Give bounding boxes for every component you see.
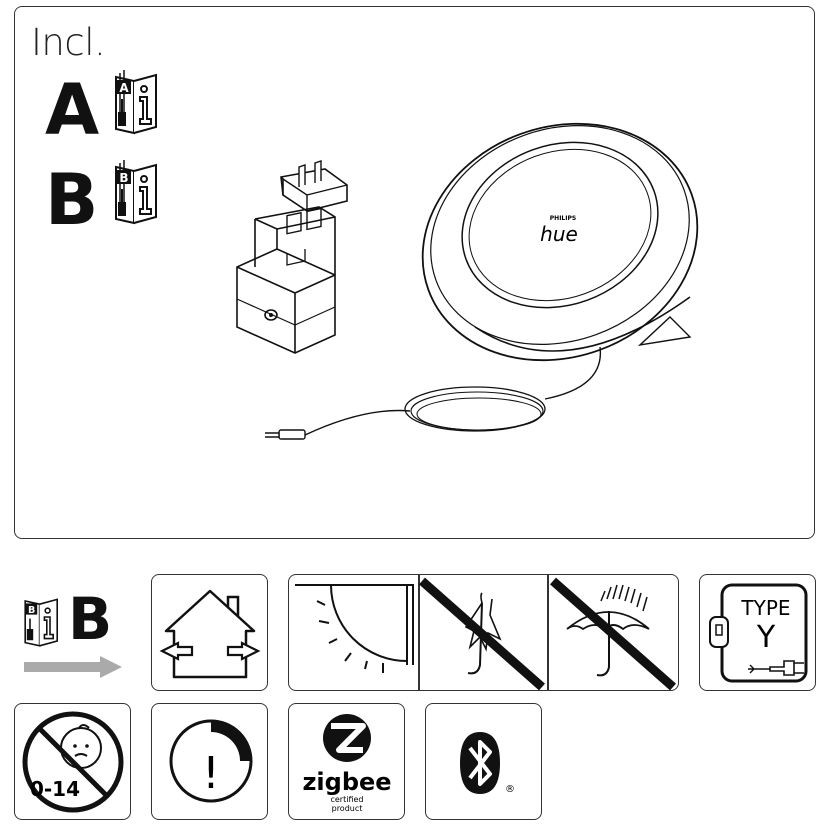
no-rain-icon [419,577,545,691]
hue-lamp-illustration: PHILIPS hue [421,122,699,362]
power-adapter-illustration [236,160,348,354]
indoor-use-tile [151,574,268,691]
caution-tile: ! [151,703,268,820]
caution-mark: ! [202,748,220,799]
zigbee-name: zigbee [302,768,391,796]
sun-shade-icon [295,584,414,673]
power-cable-illustration [265,346,602,440]
no-children-icon: 0-14 [22,711,124,813]
no-water-spray-icon [550,577,676,691]
age-warning-tile: 0-14 [14,703,131,820]
bluetooth-logo-icon: ® [460,732,515,795]
hue-brand-text: hue [540,222,578,246]
zigbee-logo-icon: zigbee certified product [302,714,392,813]
registered-mark: ® [505,784,515,795]
plug-type-icon: TYPE Y [709,583,808,683]
zigbee-tile: zigbee certified product [288,703,405,820]
zigbee-product: product [332,804,363,813]
included-items-panel: Incl. A B A B [14,6,815,539]
plug-type-letter: Y [756,620,776,655]
item-letter-a: A [45,69,100,151]
booklet-letter-a: A [119,81,129,95]
bluetooth-tile: ® [425,703,542,820]
booklet-letter-b: B [28,605,35,616]
manual-booklet-icon: A [115,70,157,135]
divider [547,575,549,690]
zigbee-certified: certified [330,795,363,804]
age-range-text: 0-14 [30,777,80,801]
manual-booklet-icon: B [24,598,58,647]
plug-type-tile: TYPE Y [699,574,816,691]
plug-type-title: TYPE [740,596,790,620]
manual-ref-letter: B [68,585,113,653]
item-letter-b: B [45,159,99,241]
booklet-letter-b: B [119,171,128,185]
arrow-right-icon [24,656,122,678]
caution-gauge-icon: ! [169,719,253,803]
philips-brand-text: PHILIPS [550,215,576,222]
protection-tile [288,574,679,691]
included-label: Incl. [31,21,106,64]
divider [418,575,420,690]
house-indoor-icon [159,589,261,679]
manual-booklet-icon: B [115,160,157,225]
